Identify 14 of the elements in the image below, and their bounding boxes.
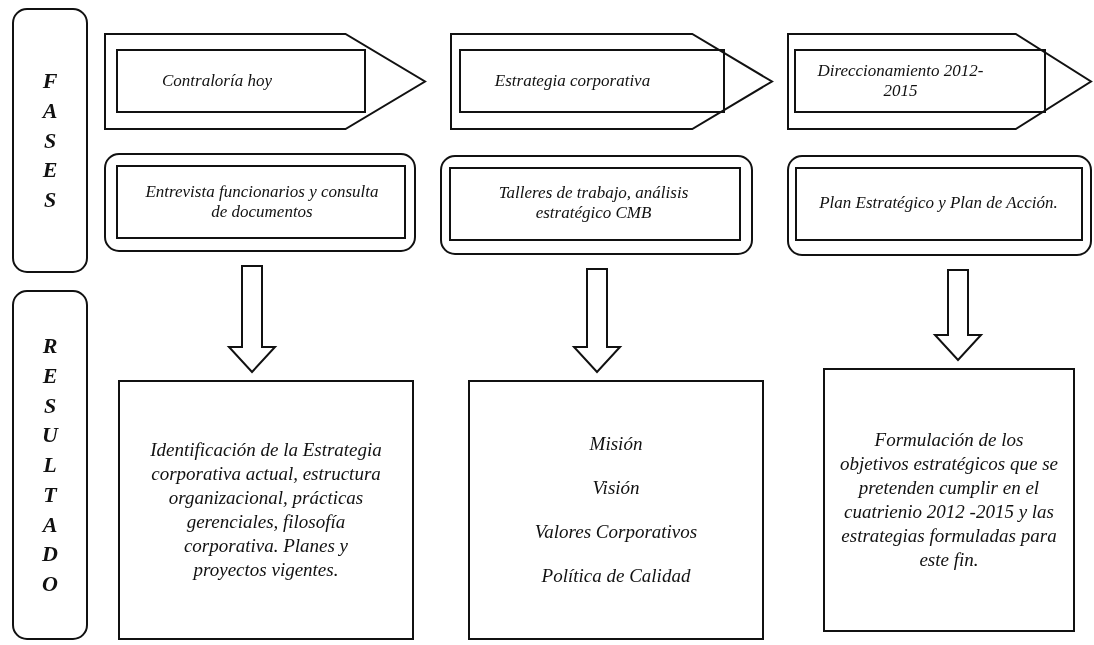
result-box: Misión Visión Valores Corporativos Política de Calidad	[468, 380, 764, 640]
phase-banner: Direccionamiento 2012-2015	[787, 33, 1092, 130]
method-box: Plan Estratégico y Plan de Acción.	[787, 155, 1092, 256]
section-band: RESULTADO	[12, 290, 88, 640]
arrow	[226, 265, 278, 374]
section-band: FASES	[12, 8, 88, 273]
arrow	[932, 269, 984, 362]
phase-banner: Estrategia corporativa	[450, 33, 773, 130]
phase-banner: Contraloría hoy	[104, 33, 426, 130]
result-box: Formulación de los objetivos estratégicos que se pretenden cumplir en el cuatrienio 2012 -2015 y las estrategias formuladas para este fin.	[823, 368, 1075, 632]
method-box: Entrevista funcionarios y consulta de documentos	[104, 153, 416, 252]
arrow	[571, 268, 623, 374]
result-box: Identificación de la Estrategia corporativa actual, estructura organizacional, prácticas gerenciales, filosofía corporativa. Planes y proyectos vigentes.	[118, 380, 414, 640]
method-box: Talleres de trabajo, análisis estratégico CMB	[440, 155, 753, 255]
